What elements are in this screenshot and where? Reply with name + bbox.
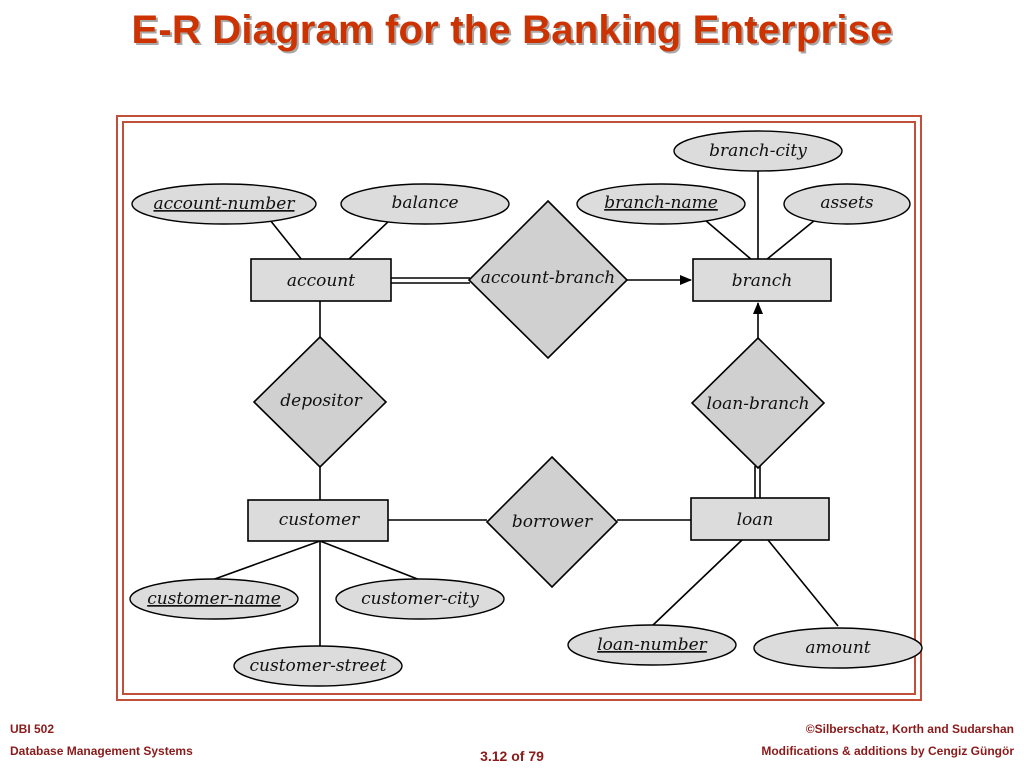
entity-customer-label: customer	[279, 510, 360, 530]
attribute-customer-name	[129, 578, 299, 620]
attribute-customer-street-label: customer-street	[250, 656, 387, 676]
attribute-customer-city	[335, 578, 505, 620]
entity-account	[250, 258, 392, 302]
line-customer-name	[211, 540, 321, 581]
attribute-account-number	[131, 183, 317, 225]
attribute-branch-name-label: branch-name	[604, 193, 718, 213]
line-branch-name	[704, 219, 753, 261]
entity-branch-label: branch	[732, 271, 793, 291]
entity-account-label: account	[287, 271, 355, 291]
line-amount	[767, 539, 839, 627]
slide-title: E-R Diagram for the Banking Enterprise	[131, 8, 893, 52]
line-loan-number	[651, 539, 743, 627]
attribute-loan-number	[567, 624, 737, 666]
entity-loan-label: loan	[737, 510, 774, 530]
footer-modifications: Modifications & additions by Cengiz Güng…	[761, 744, 1014, 758]
attribute-branch-name	[576, 183, 746, 225]
footer-page-number: 3.12 of 79	[480, 748, 544, 764]
attribute-branch-city	[673, 130, 843, 172]
attribute-amount	[753, 627, 923, 669]
attribute-loan-number-label: loan-number	[597, 635, 707, 655]
relationship-account-branch-label: account-branch	[481, 268, 615, 288]
relationship-loan-branch	[690, 336, 826, 470]
footer-course-name: Database Management Systems	[10, 744, 193, 758]
attribute-amount-label: amount	[805, 638, 870, 658]
diagram-frame-inner	[122, 121, 916, 695]
relationship-loan-branch-label: loan-branch	[706, 394, 809, 414]
attribute-account-number-label: account-number	[154, 194, 296, 214]
line-balance	[347, 219, 391, 261]
attribute-assets-label: assets	[820, 193, 873, 213]
line-account-number	[269, 219, 303, 261]
relationship-account-branch	[467, 199, 629, 360]
line-customer-city	[319, 540, 421, 581]
entity-loan	[690, 497, 830, 541]
relationship-depositor	[252, 335, 388, 469]
line-assets	[765, 219, 816, 261]
attribute-assets	[783, 183, 911, 225]
footer-course-code: UBI 502	[10, 722, 55, 736]
attribute-balance-label: balance	[391, 193, 458, 213]
connector-lines	[211, 170, 839, 648]
relationship-borrower	[485, 455, 619, 589]
diagram-frame-outer	[116, 115, 922, 701]
attribute-branch-city-label: branch-city	[709, 141, 807, 161]
relationship-depositor-label: depositor	[280, 391, 362, 411]
relationship-borrower-label: borrower	[512, 512, 593, 532]
attribute-customer-name-label: customer-name	[147, 589, 281, 609]
entity-customer	[247, 499, 389, 542]
attribute-customer-street	[233, 645, 403, 687]
footer-copyright: ©Silberschatz, Korth and Sudarshan	[805, 722, 1014, 736]
entity-branch	[692, 258, 832, 302]
attribute-balance	[340, 183, 510, 225]
attribute-customer-city-label: customer-city	[361, 589, 479, 609]
